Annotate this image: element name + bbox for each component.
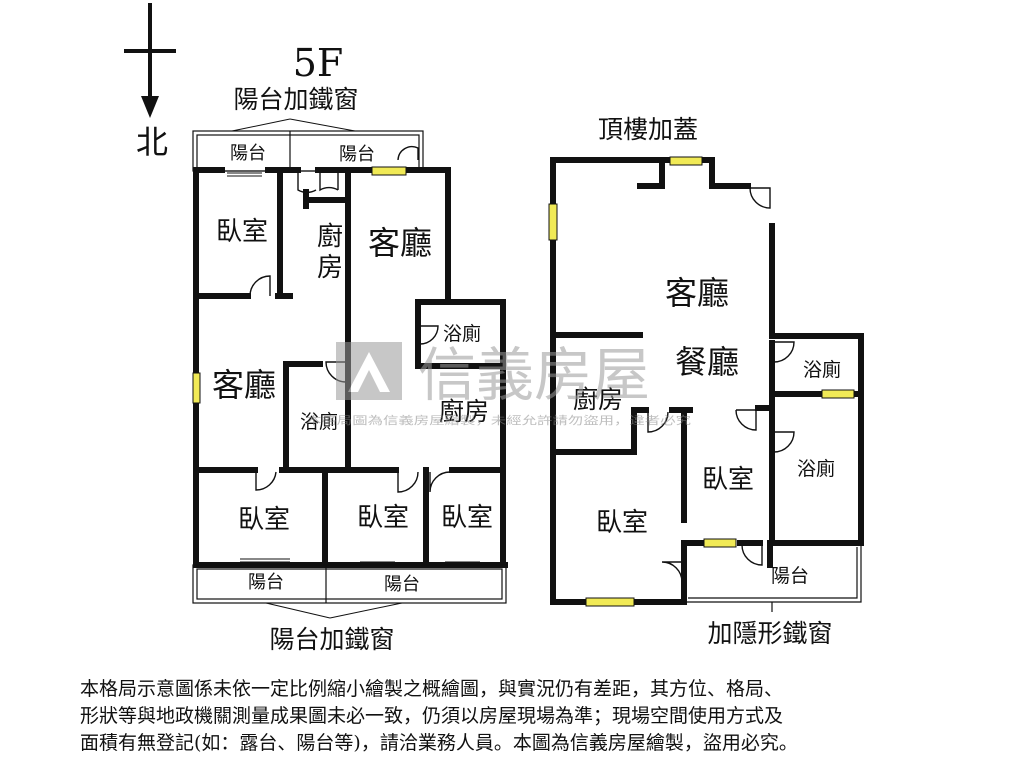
right-bottom-note: 加隱形鐵窗 — [707, 619, 832, 648]
watermark: 信義房屋 本格局圖為信義房屋繪製，未經允許請勿盜用，違者必究 — [306, 341, 691, 427]
right-plan-title: 頂樓加蓋 — [598, 115, 698, 144]
right-plan: 頂樓加蓋 — [548, 115, 864, 648]
left-top-callout — [231, 118, 356, 132]
right-balcony-rails — [684, 543, 862, 612]
left-bottom-note: 陽台加鐵窗 — [269, 625, 394, 654]
room-label: 臥室 — [238, 505, 290, 535]
room-label: 陽台 — [230, 143, 266, 164]
room-label: 陽台 — [339, 144, 375, 165]
disclaimer-line: 面積有無登記(如：露台、陽台等)，請洽業務人員。本圖為信義房屋繪製，盜用必究。 — [80, 732, 798, 754]
disclaimer-text: 本格局示意圖係未依一定比例縮小繪製之概繪圖，與實況仍有差距，其方位、格局、 形狀… — [80, 676, 960, 757]
room-label: 浴廁 — [300, 410, 338, 433]
room-label: 陽台 — [248, 572, 284, 593]
disclaimer-line: 形狀等與地政機關測量成果圖未必一致，仍須以房屋現場為準；現場空間使用方式及 — [80, 705, 784, 727]
left-plan: 陽台加鐵窗 陽台 陽台 — [192, 85, 508, 654]
room-label: 臥室 — [441, 503, 493, 533]
room-label: 浴廁 — [797, 457, 835, 480]
right-plan-windows — [548, 156, 855, 607]
room-label-vertical: 廚房 — [317, 222, 343, 283]
room-label: 浴廁 — [803, 358, 841, 381]
room-label-char: 房 — [317, 253, 343, 283]
room-label: 客廳 — [368, 224, 432, 262]
room-label: 廚房 — [573, 385, 623, 414]
room-label: 餐廳 — [675, 343, 739, 381]
compass-arrow-icon — [124, 3, 176, 118]
floor-label: 5F — [293, 41, 344, 85]
left-bottom-balcony-rails — [192, 564, 507, 604]
room-label: 臥室 — [216, 217, 268, 247]
room-label: 臥室 — [596, 508, 648, 538]
watermark-small-text: 本格局圖為信義房屋繪製，未經允許請勿盜用，違者必究 — [306, 413, 691, 427]
room-label: 廚房 — [439, 397, 489, 426]
room-label: 浴廁 — [443, 322, 481, 345]
brand-logo-icon — [336, 342, 402, 400]
compass-label: 北 — [136, 123, 168, 161]
right-plan-doors — [647, 187, 795, 583]
left-top-note: 陽台加鐵窗 — [233, 85, 358, 114]
room-label: 臥室 — [702, 465, 754, 495]
left-top-balcony-rails — [192, 130, 424, 172]
room-label: 臥室 — [357, 503, 409, 533]
floor-plan-svg: 北 5F 陽台加鐵窗 陽台 陽台 — [124, 3, 864, 654]
left-plan-windows — [192, 166, 407, 404]
disclaimer-line: 本格局示意圖係未依一定比例縮小繪製之概繪圖，與實況仍有差距，其方位、格局、 — [80, 678, 784, 700]
room-label-char: 廚 — [317, 222, 343, 252]
room-label: 客廳 — [665, 274, 729, 312]
watermark-brand: 信義房屋 — [418, 341, 650, 409]
left-bottom-callout — [265, 602, 403, 619]
sliding-door-marks — [227, 172, 480, 563]
room-label: 陽台 — [384, 574, 420, 595]
room-label: 陽台 — [771, 565, 809, 587]
room-label: 客廳 — [212, 366, 276, 404]
